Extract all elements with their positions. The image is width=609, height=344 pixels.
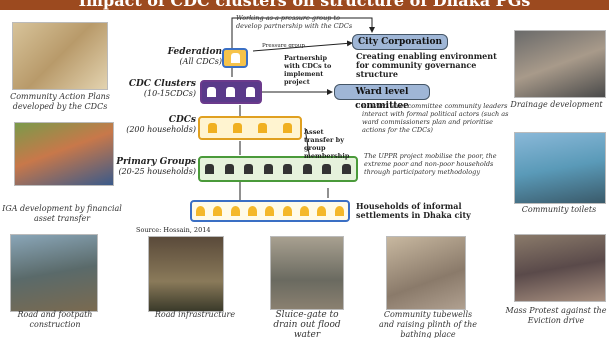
people-icon bbox=[341, 164, 351, 174]
photo-protest bbox=[514, 234, 606, 302]
title-banner: Impact of CDC clusters on structure of D… bbox=[0, 0, 609, 10]
caption-action-plans: Community Action Plans developed by the … bbox=[10, 92, 110, 111]
federation-label: Federation bbox=[167, 47, 222, 57]
photo-sluice bbox=[270, 236, 344, 310]
people-icon bbox=[322, 164, 332, 174]
people-icon bbox=[196, 206, 206, 216]
note-pressure-group: Pressure group bbox=[262, 43, 305, 49]
people-icon bbox=[213, 206, 223, 216]
note-uppr: The UPPR project mobilise the poor, the … bbox=[364, 152, 497, 176]
note-asset: Asset transfer by group membership bbox=[304, 128, 350, 160]
note-enabling: Creating enabling environment for commun… bbox=[356, 51, 497, 79]
people-icon bbox=[230, 206, 240, 216]
photo-iga bbox=[14, 122, 114, 186]
label-primary: Primary Groups (20-25 households) bbox=[110, 157, 196, 177]
cdcs-label: CDCs bbox=[168, 115, 196, 125]
photo-road-infra bbox=[148, 236, 224, 312]
people-icon bbox=[224, 164, 234, 174]
clusters-sub: (10-15CDCs) bbox=[143, 89, 196, 98]
primary-sub: (20-25 households) bbox=[118, 167, 196, 176]
caption-toilets: Community toilets bbox=[521, 205, 597, 214]
primary-label: Primary Groups bbox=[116, 157, 196, 167]
caption-road-infra: Road infrastructure bbox=[154, 310, 236, 319]
ward-committee-box: Ward level committee bbox=[334, 84, 430, 111]
people-icon bbox=[265, 206, 275, 216]
photo-drainage bbox=[514, 30, 606, 98]
households-label: Households of informal settlements in Dh… bbox=[356, 201, 471, 220]
people-icon bbox=[302, 164, 312, 174]
people-icon bbox=[244, 164, 254, 174]
level-federation bbox=[222, 48, 248, 68]
people-icon bbox=[283, 123, 292, 133]
people-icon bbox=[258, 123, 267, 133]
label-cdcs: CDCs (200 households) bbox=[116, 115, 196, 135]
caption-sluice: Sluice-gate to drain out flood water bbox=[273, 310, 341, 340]
level-households bbox=[190, 200, 350, 222]
people-icon bbox=[317, 206, 327, 216]
federation-sub: (All CDCs) bbox=[179, 57, 222, 66]
label-federation: Federation (All CDCs) bbox=[140, 47, 222, 67]
people-icon bbox=[334, 206, 344, 216]
people-icon bbox=[245, 87, 255, 97]
people-icon bbox=[282, 206, 292, 216]
people-icon bbox=[230, 53, 240, 63]
people-icon bbox=[300, 206, 310, 216]
caption-protest: Mass Protest against the Eviction drive bbox=[505, 306, 607, 325]
note-ward: At ward level committee community leader… bbox=[362, 102, 509, 134]
photo-road-footpath bbox=[10, 234, 98, 312]
city-corporation-box: City Corporation bbox=[352, 34, 448, 50]
people-icon bbox=[233, 123, 242, 133]
note-top: Working as a pressure group to develop p… bbox=[236, 14, 353, 30]
caption-drainage: Drainage development bbox=[510, 100, 603, 109]
note-partnership: Partnership with CDCs to implement proje… bbox=[284, 54, 332, 86]
people-icon bbox=[283, 164, 293, 174]
source-note: Source: Hossain, 2014 bbox=[136, 226, 211, 234]
caption-road-footpath: Road and footpath construction bbox=[17, 310, 93, 329]
caption-iga: IGA development by financial asset trans… bbox=[2, 204, 122, 223]
clusters-label: CDC Clusters bbox=[128, 79, 196, 89]
banner-title: Impact of CDC clusters on structure of D… bbox=[78, 0, 531, 10]
people-icon bbox=[226, 87, 236, 97]
people-icon bbox=[248, 206, 258, 216]
cdcs-sub: (200 households) bbox=[126, 125, 196, 134]
people-icon bbox=[205, 164, 215, 174]
caption-tubewells: Community tubewells and raising plinth o… bbox=[379, 310, 477, 338]
label-clusters: CDC Clusters (10-15CDCs) bbox=[116, 79, 196, 99]
people-icon bbox=[263, 164, 273, 174]
level-cdcs bbox=[198, 116, 302, 140]
people-icon bbox=[208, 123, 217, 133]
level-primary bbox=[198, 156, 358, 182]
photo-toilets bbox=[514, 132, 606, 204]
photo-tubewells bbox=[386, 236, 466, 310]
photo-action-plans bbox=[12, 22, 108, 90]
level-clusters bbox=[200, 80, 262, 104]
people-icon bbox=[207, 87, 217, 97]
